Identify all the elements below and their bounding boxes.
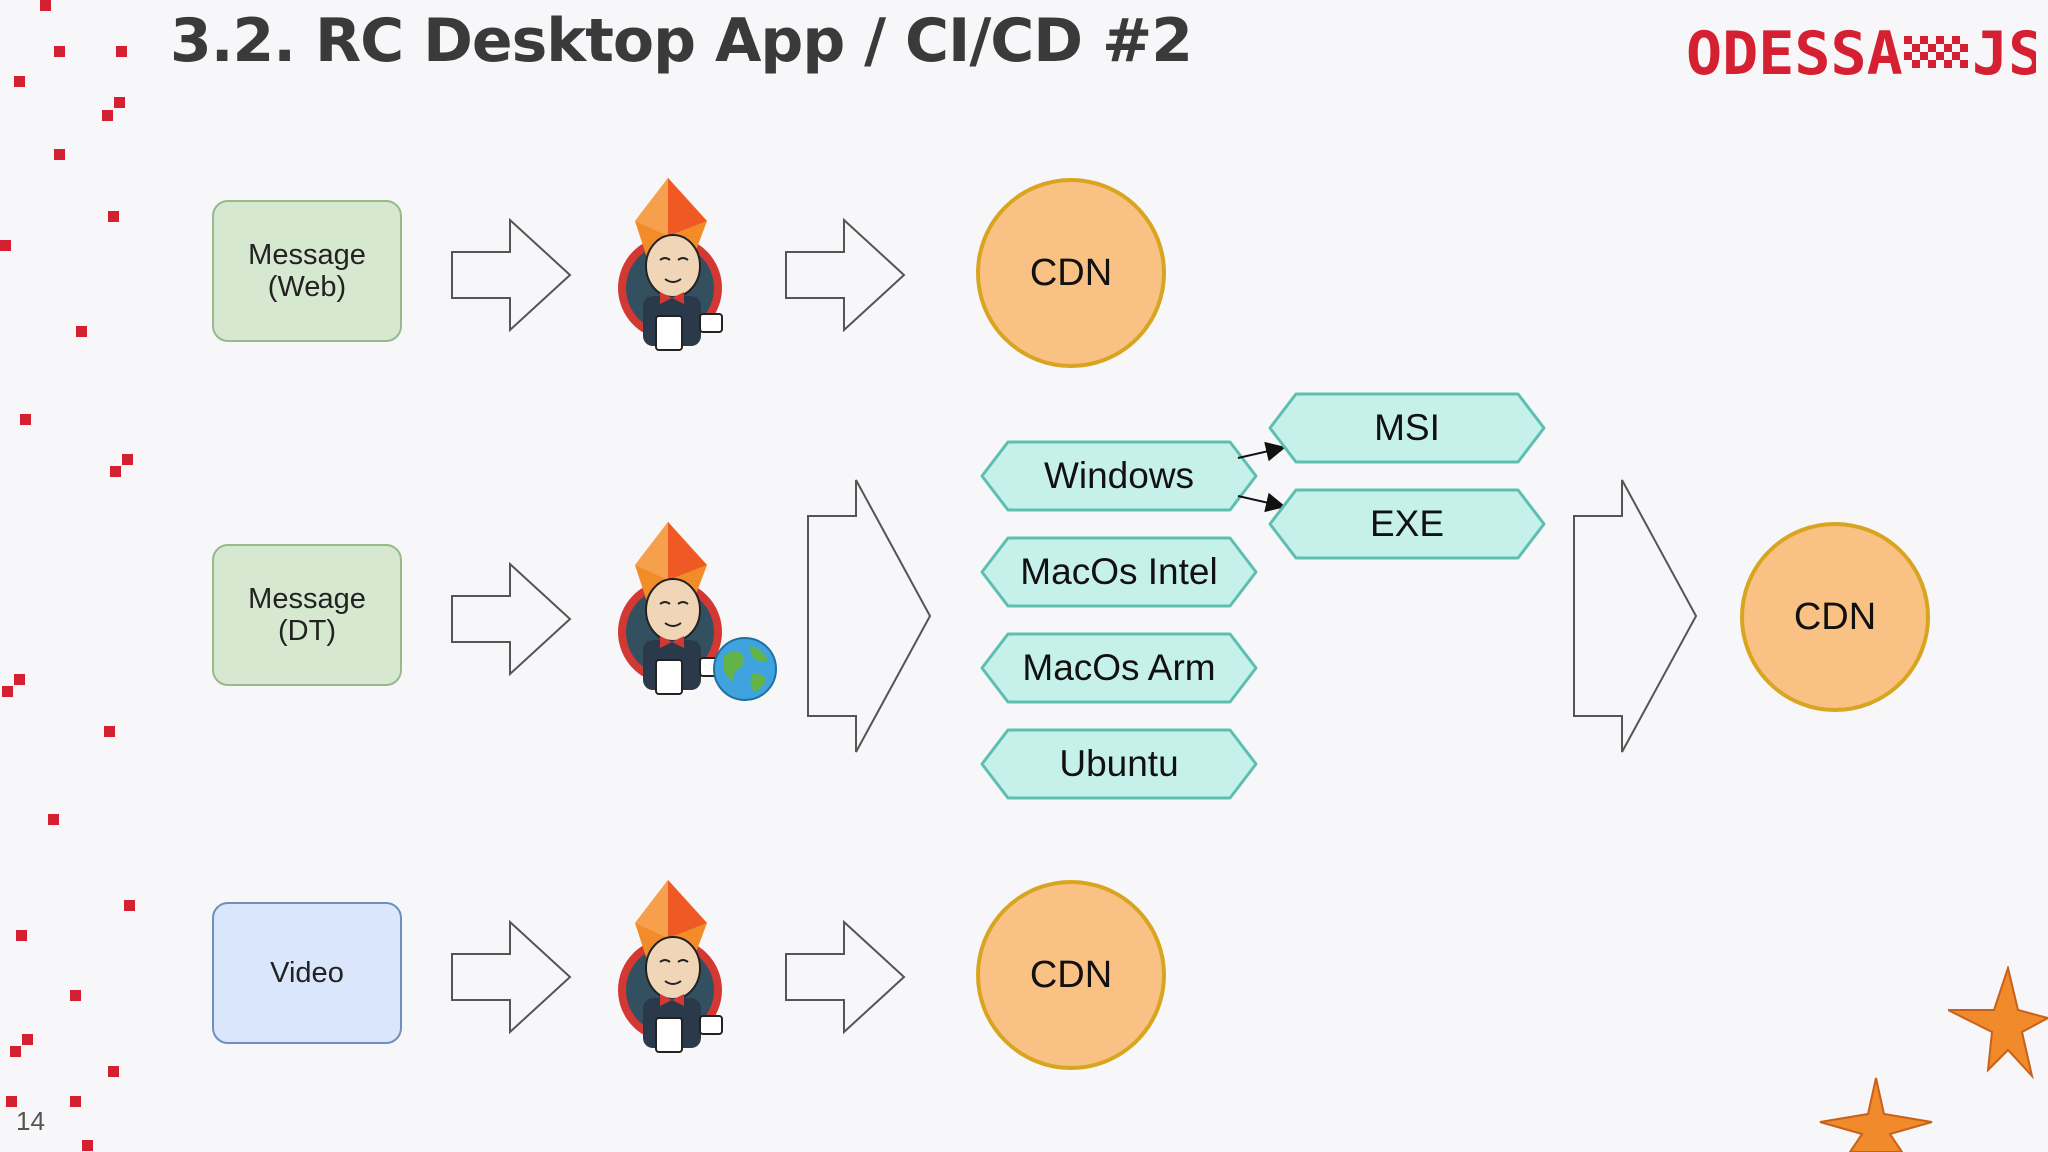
platform-label: Windows <box>1043 455 1195 496</box>
jenkins-icon <box>610 520 740 715</box>
jenkins-icon <box>610 878 740 1073</box>
cdn-video-node: CDN <box>976 880 1166 1070</box>
platform-label: MacOs Arm <box>1022 647 1216 688</box>
installer-label: EXE <box>1369 503 1445 544</box>
message-dt-box: Message (DT) <box>212 544 402 686</box>
arrow-right-icon <box>451 562 572 676</box>
platform-macos-arm: MacOs Arm <box>980 632 1258 704</box>
globe-icon <box>713 637 777 701</box>
page-number: 14 <box>16 1106 45 1136</box>
arrow-right-icon <box>451 218 572 332</box>
arrow-right-icon <box>451 920 572 1034</box>
arrow-right-icon <box>785 920 906 1034</box>
message-web-box: Message (Web) <box>212 200 402 342</box>
platform-macos-intel: MacOs Intel <box>980 536 1258 608</box>
installer-exe: EXE <box>1268 488 1546 560</box>
video-box: Video <box>212 902 402 1044</box>
platform-ubuntu: Ubuntu <box>980 728 1258 800</box>
windows-connectors <box>1237 441 1286 513</box>
confetti-decoration <box>0 0 135 1151</box>
platform-label: Ubuntu <box>1059 743 1179 784</box>
big-arrow-right-icon <box>1573 479 1698 753</box>
cdn-web-node: CDN <box>976 178 1166 368</box>
logo-pattern <box>1904 36 1968 68</box>
jenkins-icon <box>610 176 740 371</box>
platform-windows: Windows <box>980 440 1258 512</box>
starfish-icon <box>1819 1077 1933 1152</box>
platform-label: MacOs Intel <box>1020 551 1218 592</box>
starfish-icon <box>1948 966 2048 1080</box>
installer-label: MSI <box>1374 407 1440 448</box>
logo-text-js: JS <box>1972 19 2036 86</box>
cdn-desktop-node: CDN <box>1740 522 1930 712</box>
big-arrow-right-icon <box>807 479 932 753</box>
logo-text-odessa: ODESSA <box>1686 19 1903 86</box>
arrow-right-icon <box>785 218 906 332</box>
page-title: 3.2. RC Desktop App / CI/CD #2 <box>170 6 1193 76</box>
installer-msi: MSI <box>1268 392 1546 464</box>
odessa-js-logo: ODESSA JS <box>1686 14 2044 89</box>
